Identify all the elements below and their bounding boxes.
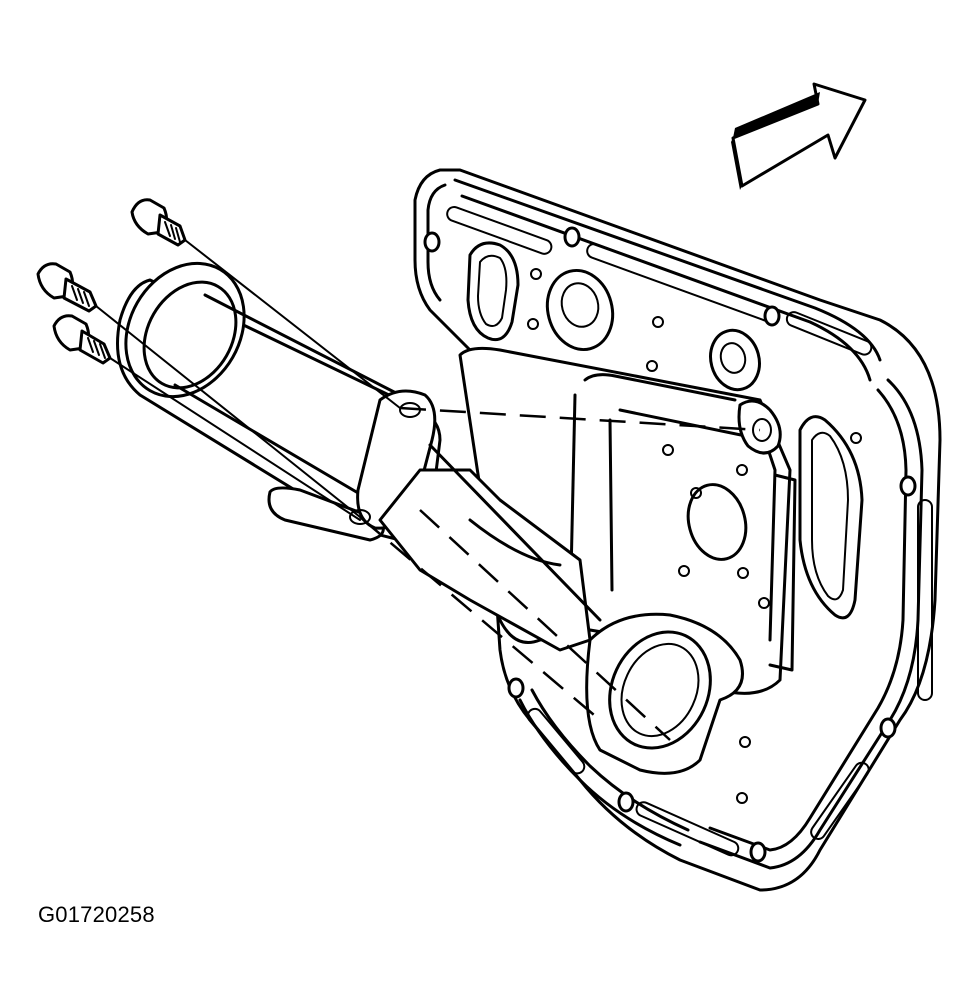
regulator-tube xyxy=(116,261,602,652)
panel-holes xyxy=(423,226,917,863)
figure-code: G01720258 xyxy=(38,902,155,927)
panel-slots xyxy=(446,205,933,857)
direction-arrow-icon xyxy=(731,82,867,190)
bolt-2 xyxy=(36,262,98,313)
bolt-1 xyxy=(130,198,187,247)
alignment-lines xyxy=(95,239,761,741)
lower-bracket xyxy=(585,612,744,775)
access-openings xyxy=(466,241,864,620)
bolt-3 xyxy=(52,314,112,365)
